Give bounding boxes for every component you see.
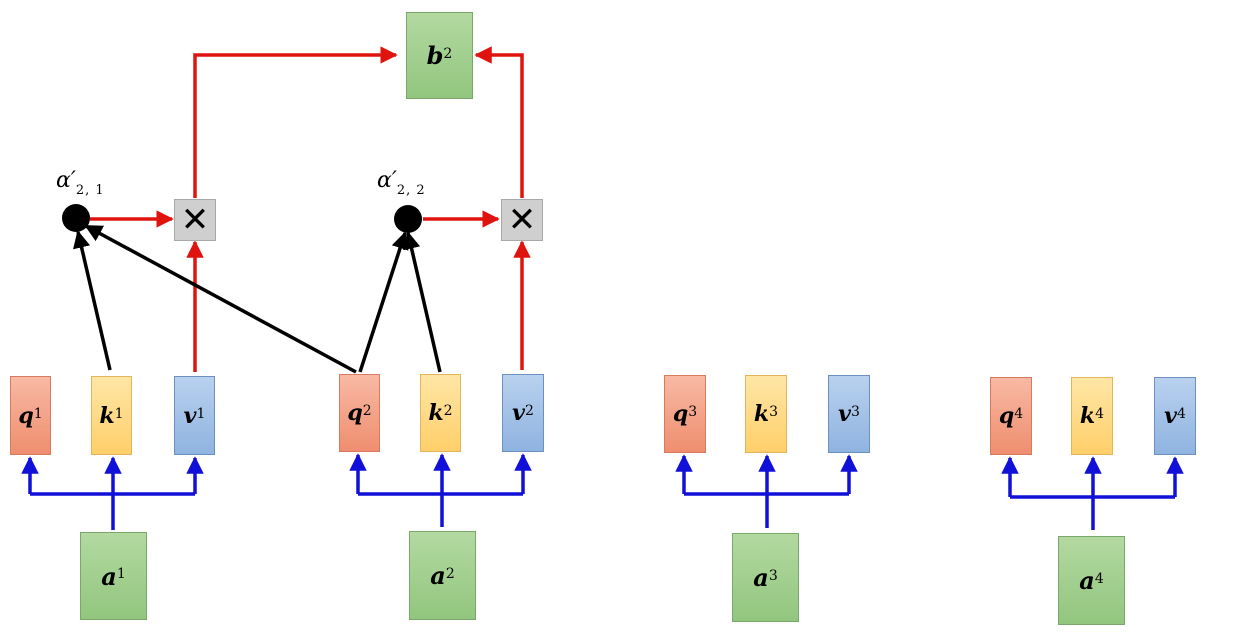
k2-to-alpha22-arrow: [403, 231, 442, 373]
q2-to-alpha21-arrow: [84, 224, 357, 374]
alpha-2-1-node: [62, 204, 90, 232]
alpha-2-2-label: α′2, 2: [377, 168, 426, 198]
mult1-to-b2-arrow: [193, 46, 398, 198]
red-value-arrows: [90, 46, 531, 372]
multiply-box-1: ✕: [174, 199, 216, 241]
alpha-2-1-label: α′2, 1: [56, 168, 105, 198]
k1-to-alpha21-arrow: [73, 230, 112, 371]
multiply-icon: ✕: [180, 200, 210, 240]
multiply-box-2: ✕: [501, 199, 543, 241]
b2-sup: 2: [443, 45, 453, 62]
mult2-to-b2-arrow: [474, 46, 524, 198]
q2-to-alpha22-arrow: [358, 231, 409, 373]
black-score-arrows: [73, 224, 442, 374]
multiply-icon: ✕: [507, 200, 537, 240]
alpha-2-2-node: [394, 205, 422, 233]
blue-input-arrows: [21, 453, 1184, 530]
b2-label: b: [426, 41, 444, 70]
